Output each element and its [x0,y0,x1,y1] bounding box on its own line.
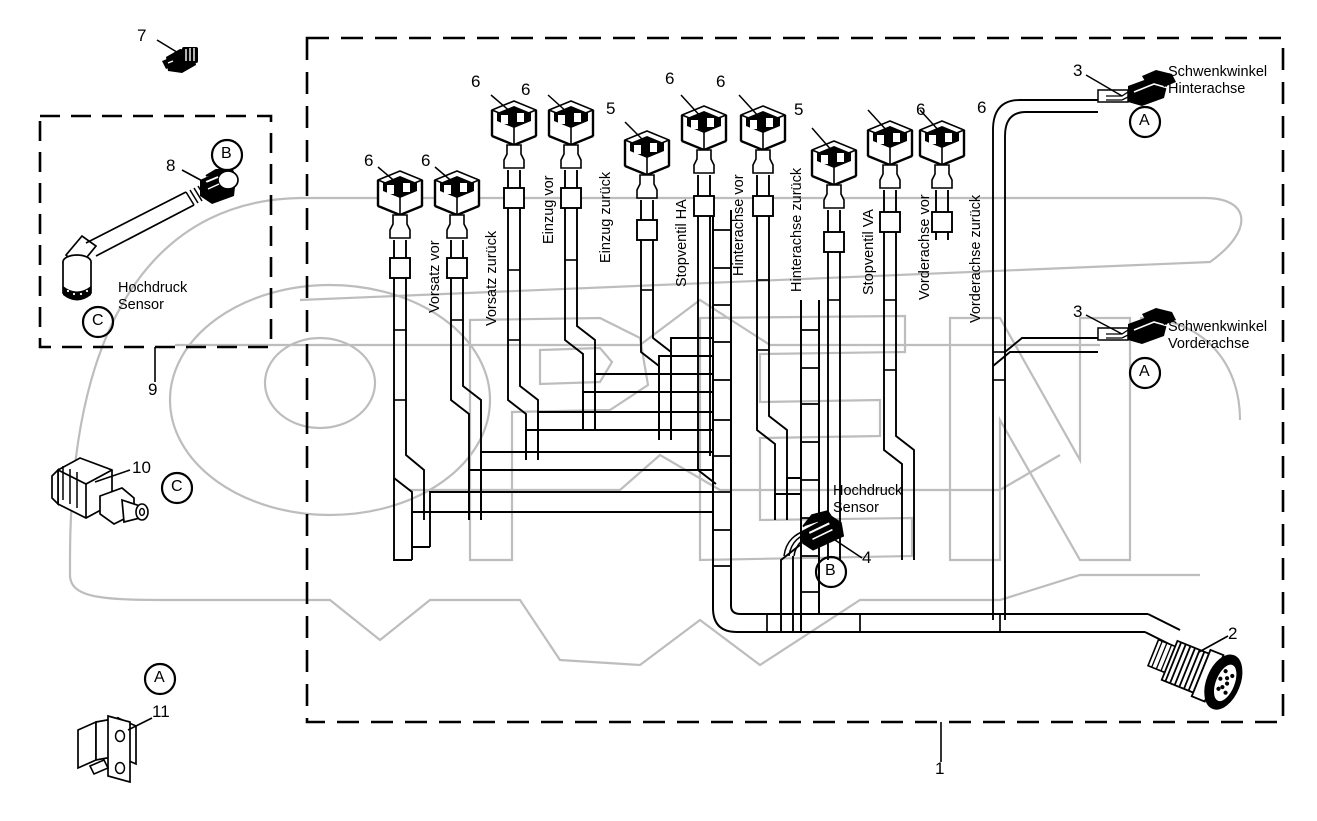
callout-6-vorderachse-zurueck: 6 [977,98,987,117]
callout-6-vorsatz-zurueck: 6 [421,151,431,170]
callout-11: 11 [152,702,170,721]
label-einzug-vor: Einzug vor [541,175,557,244]
label-schwenkwinkel-vorderachse-line1: Schwenkwinkel [1168,319,1268,335]
label-vorderachse-zurueck: Vorderachse zurück [968,194,984,323]
marker-a-bottom-left: A [154,669,165,686]
label-hinterachse-zurueck: Hinterachse zurück [789,167,805,292]
label-hinterachse-vor: Hinterachse vor [731,174,747,276]
callout-5-stopventil-ha: 5 [606,99,616,118]
callout-3-vorderachse: 3 [1073,302,1083,321]
callout-6-vorsatz-vor: 6 [364,151,374,170]
marker-b-bottom-center: B [825,562,836,579]
label-hochdruck-sensor-inset-line2: Sensor [118,297,164,313]
callout-4: 4 [862,548,872,567]
marker-a-mid-right: A [1139,363,1150,380]
label-hochdruck-sensor-inset-line1: Hochdruck [118,280,188,296]
label-vorsatz-vor: Vorsatz vor [427,240,443,313]
callout-7: 7 [137,26,147,45]
label-vorsatz-zurueck: Vorsatz zurück [484,230,500,326]
callout-3-hinterachse: 3 [1073,61,1083,80]
callout-6-einzug-zurueck: 6 [521,80,531,99]
callout-1: 1 [935,759,945,778]
callout-10: 10 [132,458,151,477]
marker-b-inset: B [221,145,232,162]
marker-a-top-right: A [1139,112,1150,129]
label-stopventil-ha: Stopventil HA [674,199,690,287]
label-schwenkwinkel-vorderachse-line2: Vorderachse [1168,336,1250,352]
callout-6-vorderachse-vor: 6 [916,100,926,119]
callout-2: 2 [1228,624,1238,643]
label-einzug-zurueck: Einzug zurück [598,171,614,263]
label-hochdruck-sensor-center-line2: Sensor [833,500,879,516]
label-schwenkwinkel-hinterachse-line2: Hinterachse [1168,81,1246,97]
marker-c-inset: C [92,312,104,329]
callout-6-einzug-vor: 6 [471,72,481,91]
callout-5-stopventil-va: 5 [794,100,804,119]
callout-8: 8 [166,156,176,175]
label-schwenkwinkel-hinterachse-line1: Schwenkwinkel [1168,64,1268,80]
label-stopventil-va: Stopventil VA [861,209,877,295]
label-vorderachse-vor: Vorderachse vor [917,194,933,300]
callout-6-hinterachse-zurueck: 6 [716,72,726,91]
label-hochdruck-sensor-center-line1: Hochdruck [833,483,903,499]
marker-c-left: C [171,478,183,495]
callout-9: 9 [148,380,158,399]
callout-6-hinterachse-vor: 6 [665,69,675,88]
